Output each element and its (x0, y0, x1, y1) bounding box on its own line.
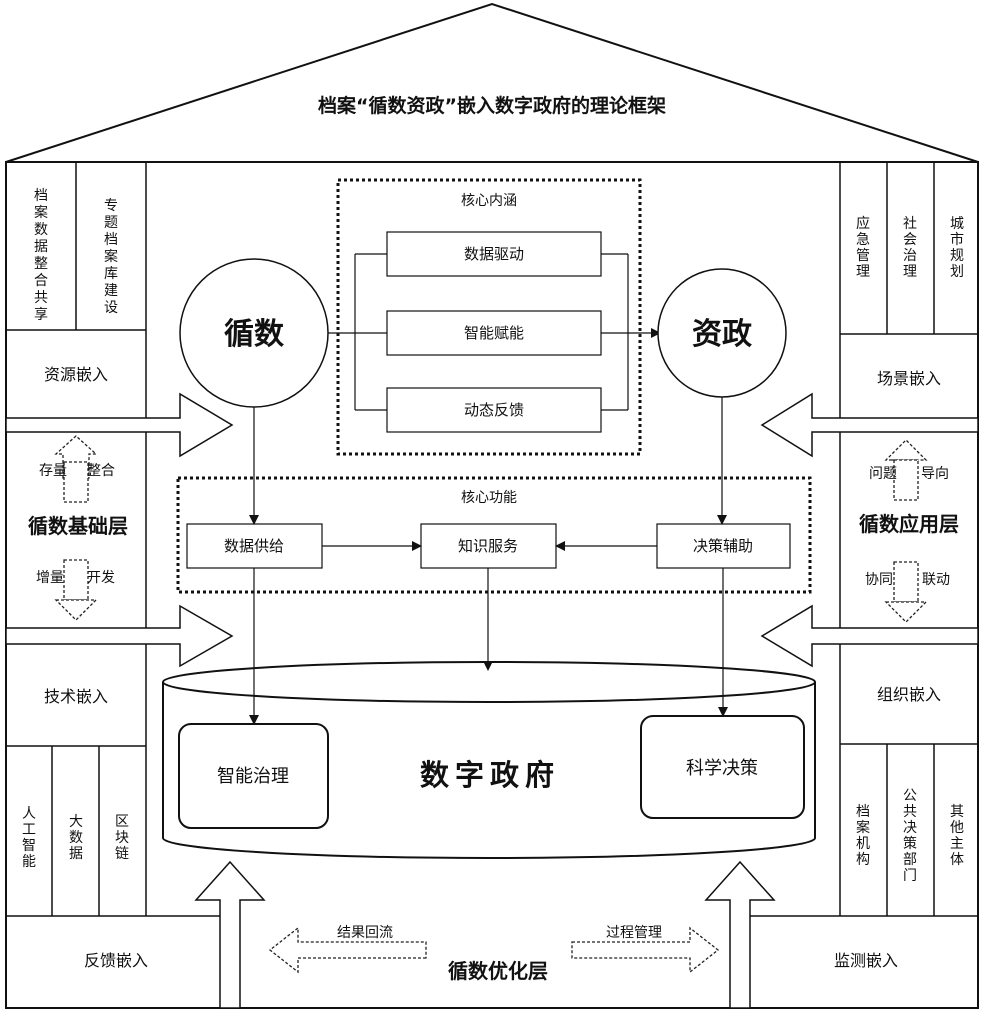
connotation-item-label: 智能赋能 (464, 324, 524, 342)
scene-embed-label: 场景嵌入 (877, 369, 941, 388)
org-cell-other: 其他主体 (950, 804, 964, 868)
gov-title: 数字政府 (420, 758, 560, 792)
gov-scientific-decision-box (640, 715, 805, 819)
org-cell-public: 公共决策部门 (903, 788, 917, 884)
stock-label: 存量 (39, 463, 67, 479)
right-top-cell-social: 社会治理 (903, 216, 917, 280)
base-up-dotted-arrow (54, 435, 98, 479)
function-item-data-supply (186, 523, 323, 569)
process-manage-label: 过程管理 (606, 925, 662, 941)
connotation-item-dynamic (386, 387, 602, 433)
guide-label: 导向 (921, 466, 949, 482)
result-return-label: 结果回流 (337, 925, 393, 941)
connotation-item-label: 数据驱动 (464, 245, 524, 263)
left-arrow-lower (5, 604, 234, 668)
monitor-embed-label: 监测嵌入 (834, 951, 898, 970)
outer-frame (5, 161, 979, 1009)
increment-label: 增量 (36, 570, 64, 586)
gov-scientific-decision-label: 科学决策 (686, 758, 758, 779)
circle-zizheng-label: 资政 (692, 317, 752, 352)
app-down-dotted-arrow (884, 601, 928, 623)
linkage-label: 联动 (922, 572, 950, 588)
left-top-cell-1: 档案数据整合共享 (34, 188, 48, 323)
tech-embed-label: 技术嵌入 (44, 687, 108, 706)
core-connotation-box (336, 178, 642, 456)
right-top-cell-emergency: 应急管理 (856, 215, 870, 280)
function-item-label: 知识服务 (458, 537, 518, 555)
connotation-item-intelligent (386, 310, 602, 356)
tech-cell-ai: 人工智能 (22, 806, 36, 870)
result-return-dotted-arrow (268, 926, 427, 974)
right-top-cell-urban: 城市规划 (950, 216, 964, 280)
right-arrow-lower (760, 604, 979, 668)
vchar: 档 (34, 188, 48, 204)
connotation-item-data-driven (386, 231, 602, 277)
left-arrow-upper (5, 392, 234, 458)
roof (5, 2, 979, 163)
app-up-dotted-arrow (884, 439, 928, 461)
feedback-embed-label: 反馈嵌入 (84, 951, 148, 970)
tech-cell-bigdata: 大数据 (69, 814, 83, 862)
core-function-box (176, 476, 812, 594)
app-layer-label: 循数应用层 (859, 512, 959, 536)
problem-label: 问题 (869, 466, 897, 482)
gov-smart-governance-label: 智能治理 (217, 766, 289, 787)
function-item-label: 数据供给 (224, 537, 284, 555)
function-item-label: 决策辅助 (693, 537, 753, 555)
core-connotation-title: 核心内涵 (461, 193, 517, 209)
base-layer-label: 循数基础层 (28, 514, 128, 538)
integrate-label: 整合 (87, 463, 115, 479)
core-function-title: 核心功能 (461, 490, 517, 506)
optimize-layer-label: 循数优化层 (448, 959, 548, 983)
resource-embed-label: 资源嵌入 (44, 365, 108, 384)
gov-cylinder-top (162, 661, 816, 703)
function-item-decision (656, 523, 791, 569)
base-down-dotted-arrow (54, 599, 98, 621)
bottom-up-arrow-left (194, 860, 266, 1009)
bottom-up-arrow-right (704, 860, 776, 1009)
collab-label: 协同 (865, 572, 893, 588)
develop-label: 开发 (87, 570, 115, 586)
process-manage-dotted-arrow (571, 926, 720, 974)
connotation-item-label: 动态反馈 (464, 401, 524, 419)
left-top-cell-2: 专题档案库建设 (104, 198, 118, 316)
org-cell-archive: 档案机构 (856, 804, 870, 868)
right-arrow-upper (760, 392, 979, 458)
org-embed-label: 组织嵌入 (877, 685, 941, 704)
circle-xunshu-label: 循数 (224, 317, 285, 352)
diagram-title: 档案“循数资政”嵌入数字政府的理论框架 (318, 94, 666, 117)
gov-smart-governance-box (178, 723, 329, 829)
tech-cell-blockchain: 区块链 (115, 814, 129, 862)
